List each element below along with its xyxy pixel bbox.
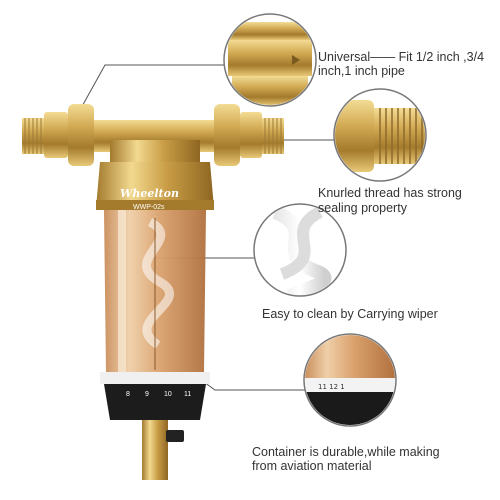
callout-wiper: Easy to clean by Carrying wiper (262, 307, 438, 321)
model-label: WWP-02s (133, 204, 165, 211)
zoom-container: 11 12 1 (303, 333, 397, 427)
dial-number: 11 (184, 391, 192, 398)
zoom-wiper (253, 203, 347, 297)
brand-logo: Wheelton (120, 187, 179, 200)
filter-body (22, 104, 284, 480)
callout-container-line2: from aviation material (252, 459, 372, 473)
callout-container-line1: Container is durable,while making (252, 445, 440, 459)
callout-universal-line1: Universal—— Fit 1/2 inch ,3/4 (318, 50, 485, 64)
zoom-fitting (223, 13, 317, 107)
dial-number: 8 (126, 391, 130, 398)
svg-text:11 12 1: 11 12 1 (318, 383, 345, 391)
dial-number: 10 (164, 391, 172, 398)
dial-number: 9 (145, 391, 149, 398)
zoom-thread (333, 88, 427, 182)
callout-thread-line2: sealing property (318, 201, 407, 215)
callout-thread-line1: Knurled thread has strong (318, 186, 462, 200)
callout-universal-line2: inch,1 inch pipe (318, 64, 405, 78)
